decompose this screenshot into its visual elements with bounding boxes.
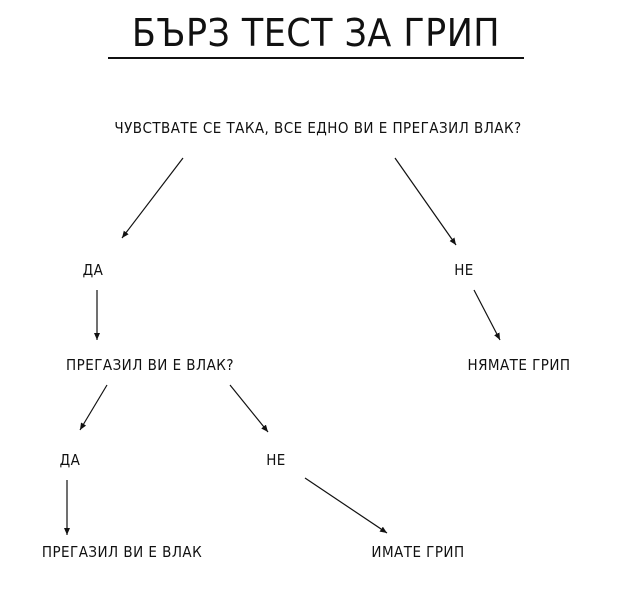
arrow-q1-yes [121, 157, 184, 239]
answer-yes-1: ДА [82, 261, 104, 279]
result-no-flu: НЯМАТЕ ГРИП [467, 356, 571, 374]
answer-yes-2: ДА [59, 451, 81, 469]
arrow-q2-no [229, 384, 269, 433]
question-2: ПРЕГАЗИЛ ВИ Е ВЛАК? [66, 356, 234, 374]
answer-no-2: НЕ [266, 451, 286, 469]
arrow-q1-no [394, 157, 457, 246]
arrow-no2-result [304, 477, 388, 534]
title-underline [108, 57, 524, 59]
arrow-no1-result [473, 289, 501, 341]
question-1: ЧУВСТВАТЕ СЕ ТАКА, ВСЕ ЕДНО ВИ Е ПРЕГАЗИ… [114, 119, 522, 137]
result-flu: ИМАТЕ ГРИП [371, 543, 465, 561]
answer-no-1: НЕ [454, 261, 474, 279]
diagram-title: БЪРЗ ТЕСТ ЗА ГРИП [131, 11, 501, 55]
result-hit-by-train: ПРЕГАЗИЛ ВИ Е ВЛАК [41, 543, 203, 561]
arrow-q2-yes [79, 384, 108, 431]
